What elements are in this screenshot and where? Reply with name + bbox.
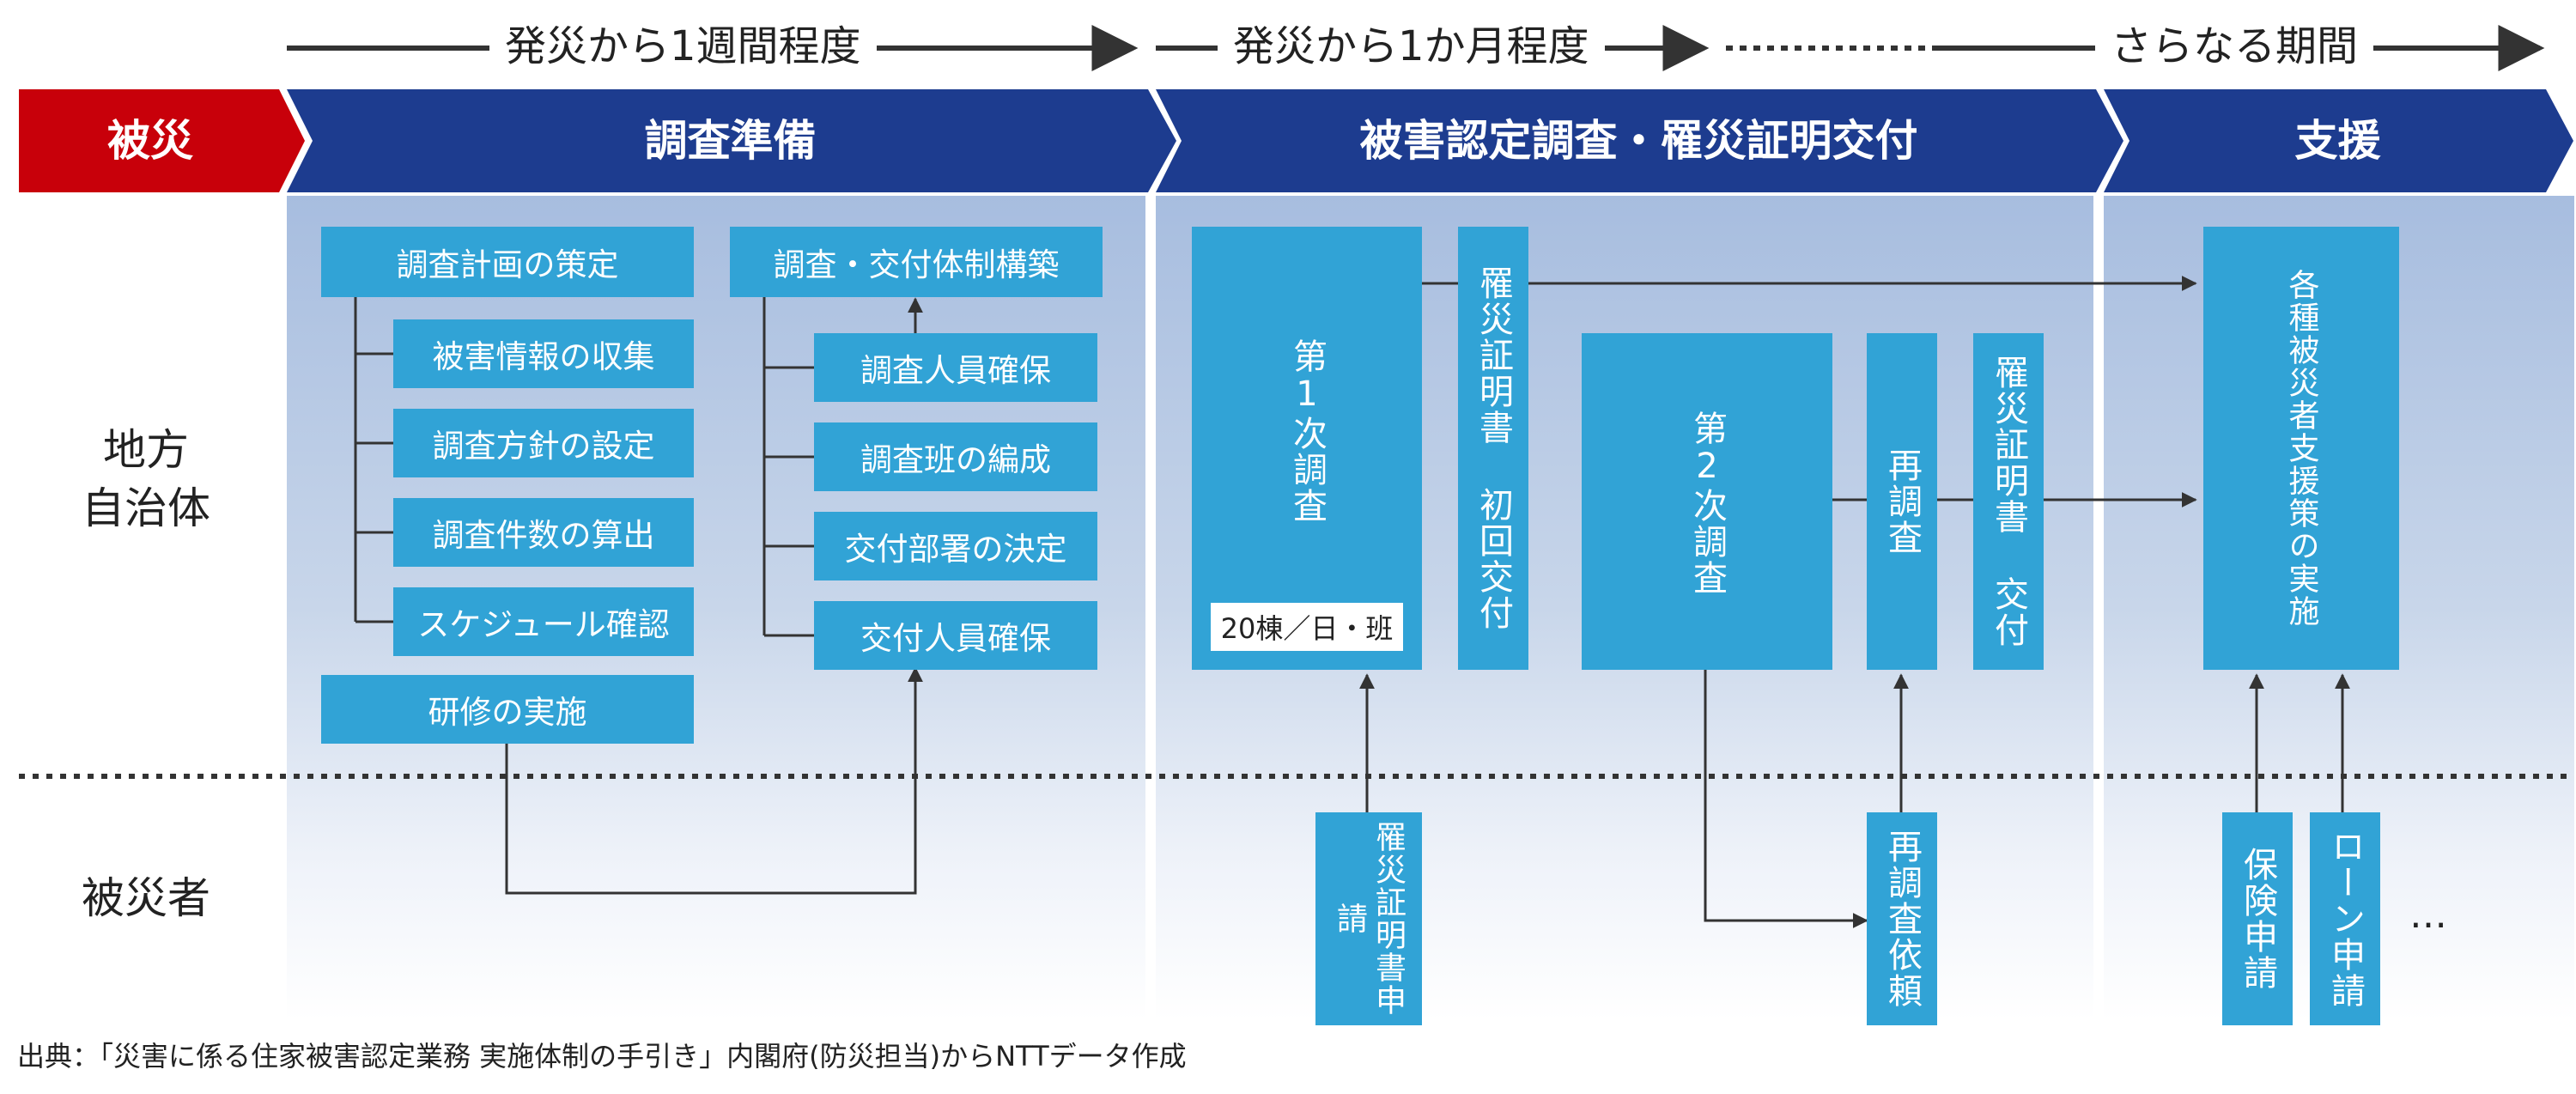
row-label-local-government: 地方 自治体: [82, 425, 210, 533]
timeline-label-week: 発災から1週間程度: [489, 19, 877, 74]
loan-application-box: ローン申請: [2310, 812, 2380, 1025]
system-item-4: 交付人員確保: [814, 601, 1097, 670]
insurance-application-box: 保険申請: [2222, 812, 2293, 1025]
row-label-victims: 被災者: [82, 873, 210, 923]
plan-item-2: 調査方針の設定: [393, 409, 694, 477]
cert-first-issue-box: 罹災証明書 初回交付: [1458, 227, 1528, 670]
second-survey-box: 第2次調査: [1582, 333, 1832, 670]
more-ellipsis: …: [2409, 893, 2447, 937]
resurvey-box: 再調査: [1867, 333, 1937, 670]
first-survey-box: 第1次調査: [1192, 227, 1422, 670]
header-support: [2104, 89, 2573, 192]
system-item-2: 調査班の編成: [814, 422, 1097, 491]
training-box: 研修の実施: [321, 675, 694, 744]
header-prep: [287, 89, 1176, 192]
first-survey-label: 第1次調査: [1287, 338, 1327, 524]
header-disaster: [19, 89, 305, 192]
plan-box: 調査計画の策定: [321, 227, 694, 297]
phase-survey: 被害認定調査・罹災証明交付: [1359, 116, 1918, 166]
system-item-3: 交付部署の決定: [814, 512, 1097, 580]
second-survey-label: 第2次調査: [1687, 410, 1727, 596]
timeline-label-further: さらなる期間: [2095, 19, 2374, 74]
header-survey: [1156, 89, 2123, 192]
cert-issue-box: 罹災証明書 交付: [1973, 333, 2044, 670]
first-survey-rate-badge: 20棟／日・班: [1211, 603, 1403, 651]
system-box: 調査・交付体制構築: [730, 227, 1103, 297]
plan-item-4: スケジュール確認: [393, 587, 694, 656]
cert-application-box: 罹災証明書申請: [1315, 812, 1422, 1025]
timeline-label-month: 発災から1か月程度: [1218, 19, 1605, 74]
phase-prep: 調査準備: [644, 116, 817, 166]
plan-item-1: 被害情報の収集: [393, 319, 694, 388]
plan-item-3: 調査件数の算出: [393, 498, 694, 567]
system-item-1: 調査人員確保: [814, 333, 1097, 402]
source-caption: 出典：「災害に係る住家被害認定業務 実施体制の手引き」内閣府(防災担当)からNT…: [17, 1040, 1187, 1073]
resurvey-request-box: 再調査依頼: [1867, 812, 1937, 1025]
phase-disaster: 被災: [107, 116, 193, 166]
support-measures-box: 各種被災者支援策の実施: [2203, 227, 2399, 670]
phase-support: 支援: [2294, 116, 2381, 166]
